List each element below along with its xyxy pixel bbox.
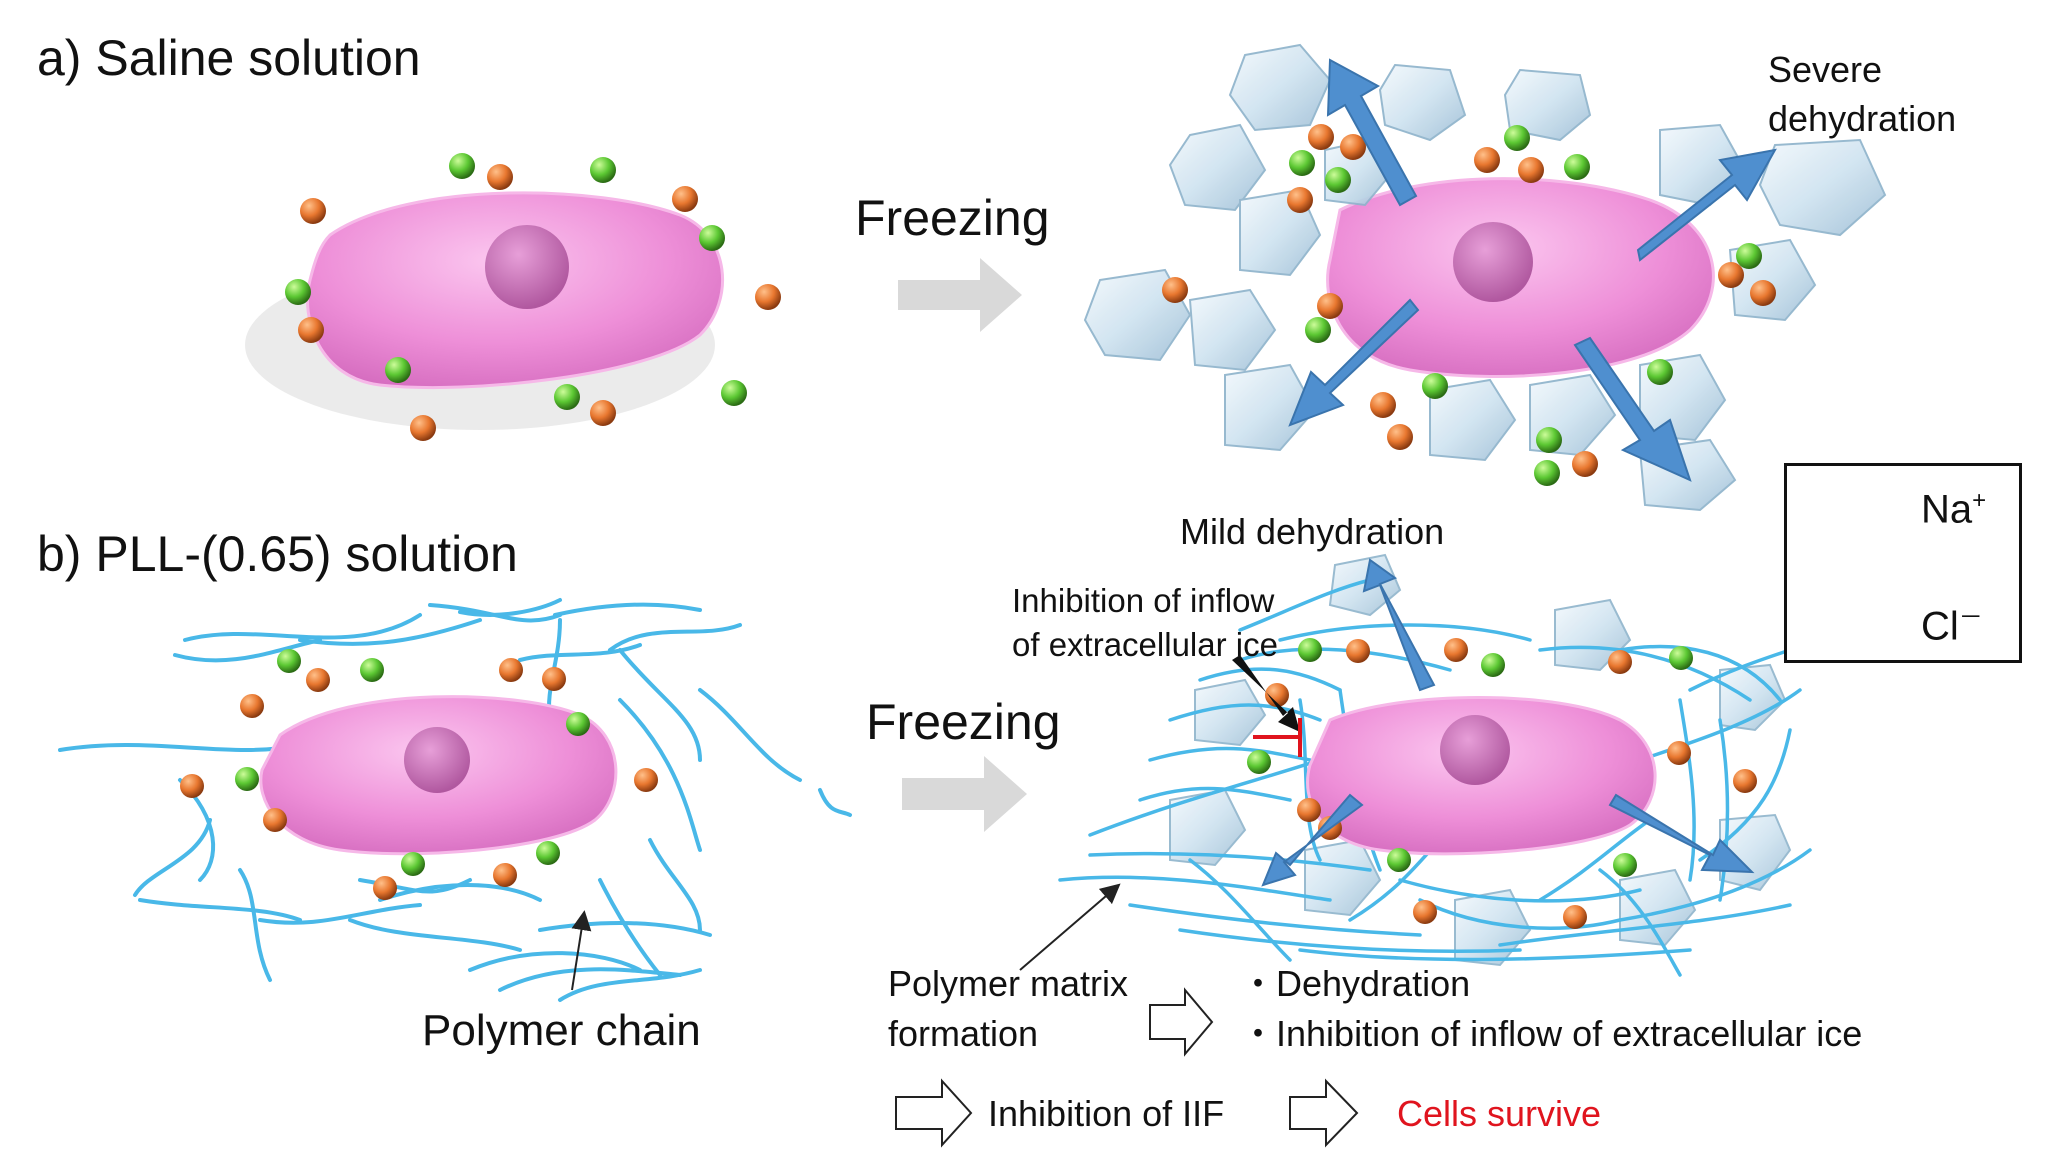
legend-na-label: Na+	[1921, 487, 1987, 532]
nucleus	[1453, 222, 1533, 302]
freezing-label-a: Freezing	[855, 190, 1050, 246]
cell-a-unfrozen	[245, 191, 724, 430]
ions-b-right	[1247, 638, 1757, 929]
freezing-arrow-b	[902, 756, 1027, 832]
dehydration-arrows-b	[1261, 558, 1755, 887]
panel-a-title: a) Saline solution	[37, 30, 421, 86]
nucleus	[485, 225, 569, 309]
inhibition-label-line2: of extracellular ice	[1012, 626, 1278, 663]
cells-survive-label: Cells survive	[1397, 1093, 1602, 1134]
freezing-label-b: Freezing	[866, 694, 1061, 750]
inhibition-pointer	[1232, 655, 1300, 732]
outline-arrow-matrix	[1149, 987, 1214, 1057]
nucleus	[1440, 715, 1510, 785]
dehydration-arrows-a	[1288, 58, 1777, 482]
ions-b-left	[180, 649, 658, 900]
cell-b-unfrozen	[259, 695, 618, 856]
outline-arrow-survive	[1289, 1078, 1359, 1148]
polymer-chain-label: Polymer chain	[422, 1006, 701, 1055]
severe-dehydration-line1: Severe	[1768, 49, 1883, 90]
cell-a-frozen	[1326, 177, 1715, 378]
polymer-matrix-pointer	[1019, 883, 1121, 971]
inhibition-barrier	[1253, 718, 1302, 757]
ions-a-left	[285, 153, 781, 441]
nucleus	[404, 727, 470, 793]
legend-box	[1784, 463, 2022, 663]
outline-arrow-iif	[895, 1078, 973, 1148]
polymer-chains-b-left	[58, 598, 852, 1002]
severe-dehydration-line2: dehydration	[1768, 98, 1957, 139]
polymer-matrix-line2: formation	[888, 1013, 1039, 1054]
inhibition-iif-label: Inhibition of IIF	[988, 1093, 1225, 1134]
polymer-matrix-line1: Polymer matrix	[888, 963, 1129, 1004]
freezing-arrow-a	[898, 258, 1022, 332]
panel-b-title: b) PLL-(0.65) solution	[37, 526, 518, 582]
ions-a-right	[1162, 124, 1776, 486]
mild-dehydration-label: Mild dehydration	[1180, 511, 1445, 552]
polymer-chain-pointer	[571, 910, 592, 991]
cell-b-frozen	[1306, 696, 1657, 856]
bullet-inhibition: ・Inhibition of inflow of extracellular i…	[1240, 1013, 1863, 1054]
bullet-dehydration: ・Dehydration	[1240, 963, 1471, 1004]
inhibition-label-line1: Inhibition of inflow	[1012, 582, 1275, 619]
legend-cl-label: Cl－	[1921, 604, 1983, 649]
